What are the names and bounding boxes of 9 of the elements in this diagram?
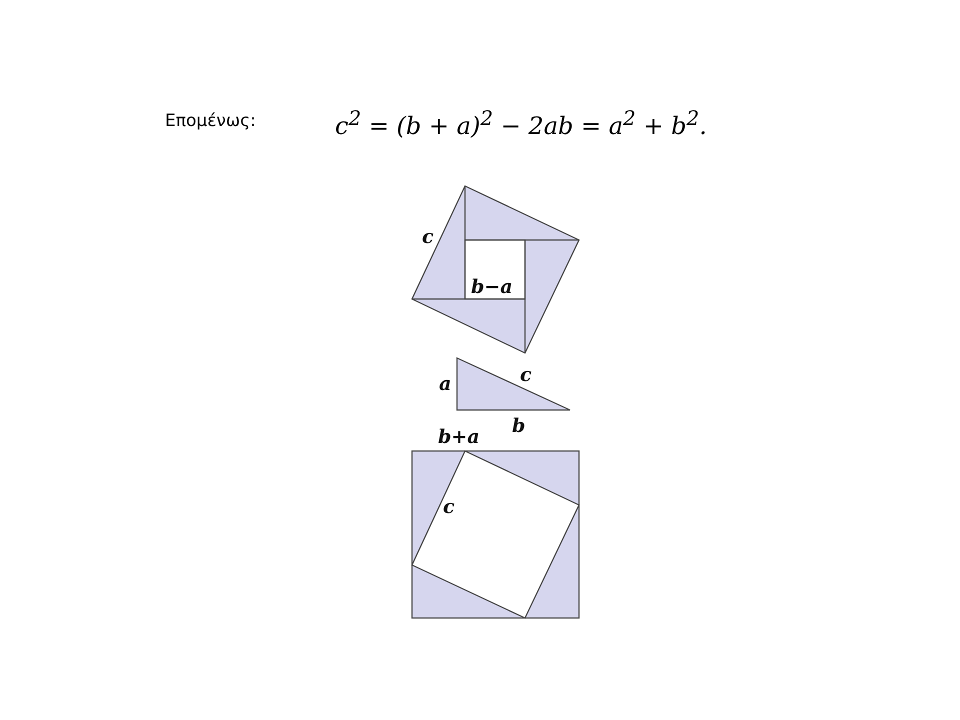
side-label: c bbox=[422, 228, 434, 247]
side-label: a bbox=[439, 375, 452, 394]
side-label: b−a bbox=[471, 278, 513, 297]
heading-text: Επομένως: bbox=[165, 113, 256, 130]
formula-text: c$^{2}$ = (b + a)$^{2}$ − 2ab = a$^{2}$ + b$^{2}$. bbox=[335, 108, 707, 138]
side-label: b bbox=[512, 417, 526, 436]
side-label: b+a bbox=[438, 428, 480, 447]
side-label: c bbox=[443, 498, 455, 517]
side-label: c bbox=[520, 366, 532, 385]
